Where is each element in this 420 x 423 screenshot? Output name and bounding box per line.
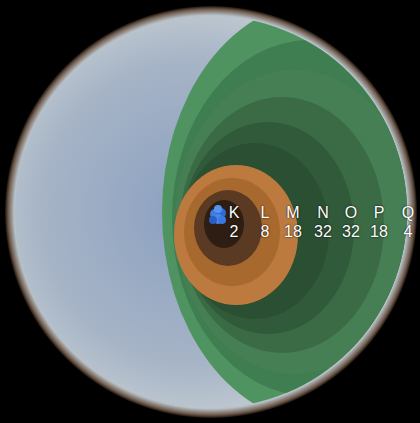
electron-count: 2 xyxy=(230,224,239,240)
electron-count: 32 xyxy=(342,224,360,240)
electron-count: 18 xyxy=(284,224,302,240)
shell-letter: O xyxy=(345,205,357,221)
shell-letter: K xyxy=(229,205,240,221)
shell-letter: Q xyxy=(402,205,414,221)
shell-letter: M xyxy=(286,205,299,221)
shell-letter: N xyxy=(317,205,329,221)
electron-count: 4 xyxy=(404,224,413,240)
shell-letter: L xyxy=(261,205,270,221)
electron-count: 8 xyxy=(261,224,270,240)
electron-count: 18 xyxy=(370,224,388,240)
nucleus xyxy=(209,205,226,224)
electron-count: 32 xyxy=(314,224,332,240)
shell-letter: P xyxy=(374,205,385,221)
